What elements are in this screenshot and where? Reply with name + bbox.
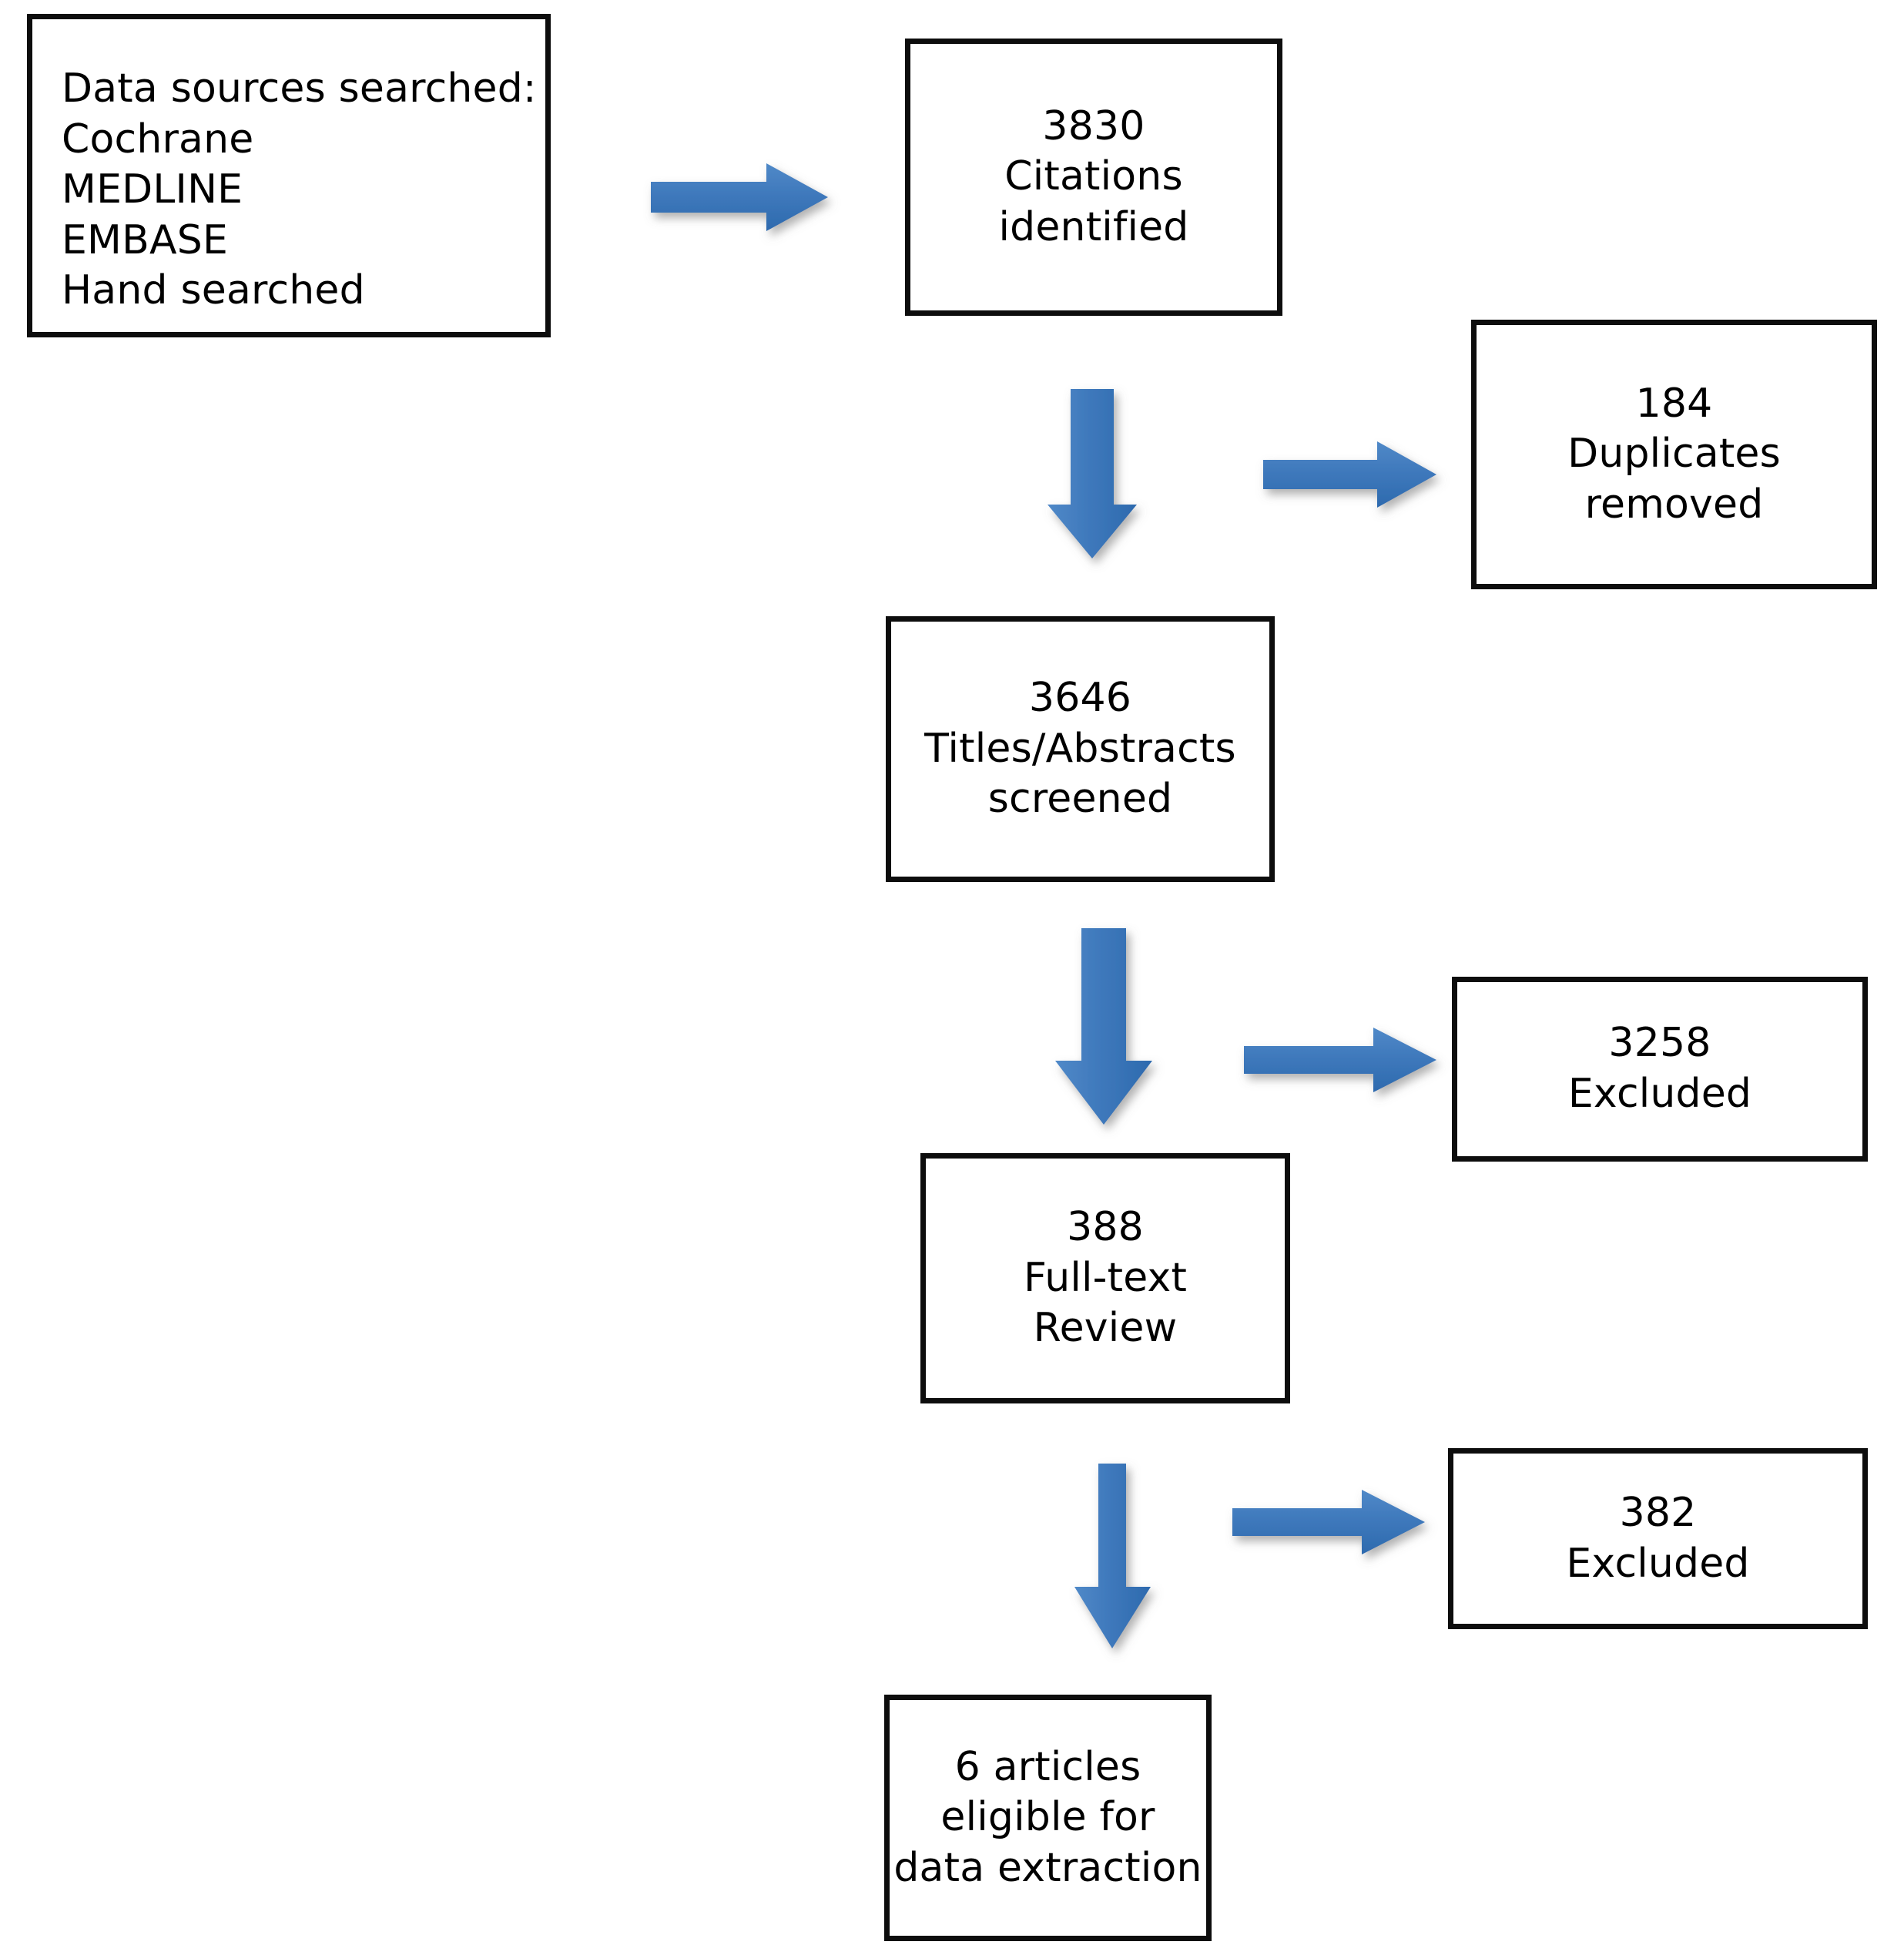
data-sources-line-5: Hand searched (62, 267, 365, 314)
articles-eligible-box: 6 articles eligible for data extraction (884, 1695, 1212, 1941)
citations-label-line-1: Citations (1004, 153, 1183, 200)
excluded-screening-label: Excluded (1567, 1071, 1752, 1117)
fulltext-count: 388 (1067, 1204, 1144, 1251)
citations-label-line-2: identified (998, 203, 1189, 250)
titles-count: 3646 (1028, 675, 1132, 722)
arrow-right-citations-to-duplicates (1263, 439, 1436, 510)
titles-abstracts-screened-box: 3646 Titles/Abstracts screened (886, 616, 1275, 882)
excluded-after-fulltext-box: 382 Excluded (1448, 1448, 1868, 1629)
eligible-line-3: data extraction (893, 1844, 1202, 1891)
data-sources-box: Data sources searched: Cochrane MEDLINE … (27, 14, 551, 337)
excluded-fulltext-count: 382 (1619, 1489, 1697, 1536)
citations-count: 3830 (1042, 102, 1145, 149)
eligible-line-2: eligible for (940, 1794, 1155, 1841)
excluded-fulltext-label: Excluded (1566, 1540, 1750, 1587)
titles-label-line-1: Titles/Abstracts (924, 725, 1236, 772)
arrow-right-fulltext-to-excluded (1232, 1487, 1425, 1558)
data-sources-line-1: Data sources searched: (62, 65, 537, 112)
data-sources-line-2: Cochrane (62, 116, 254, 163)
excluded-after-screening-box: 3258 Excluded (1452, 977, 1868, 1162)
duplicates-label-line-1: Duplicates (1567, 431, 1781, 478)
excluded-screening-count: 3258 (1608, 1020, 1711, 1067)
arrow-down-titles-to-fulltext (1054, 928, 1154, 1125)
titles-label-line-2: screened (987, 776, 1173, 823)
arrow-right-titles-to-excluded (1244, 1024, 1436, 1095)
arrow-down-citations-to-titles (1046, 389, 1138, 558)
eligible-line-1: 6 articles (954, 1743, 1141, 1790)
data-sources-line-3: MEDLINE (62, 166, 243, 213)
fulltext-label-line-1: Full-text (1023, 1254, 1188, 1301)
duplicates-removed-box: 184 Duplicates removed (1471, 320, 1877, 589)
arrow-down-fulltext-to-eligible (1071, 1464, 1155, 1648)
citations-identified-box: 3830 Citations identified (905, 39, 1282, 316)
duplicates-label-line-2: removed (1584, 481, 1764, 528)
duplicates-count: 184 (1635, 380, 1713, 427)
fulltext-label-line-2: Review (1033, 1305, 1178, 1352)
arrow-right-sources-to-citations (651, 162, 828, 233)
full-text-review-box: 388 Full-text Review (920, 1153, 1290, 1403)
data-sources-line-4: EMBASE (62, 216, 229, 263)
